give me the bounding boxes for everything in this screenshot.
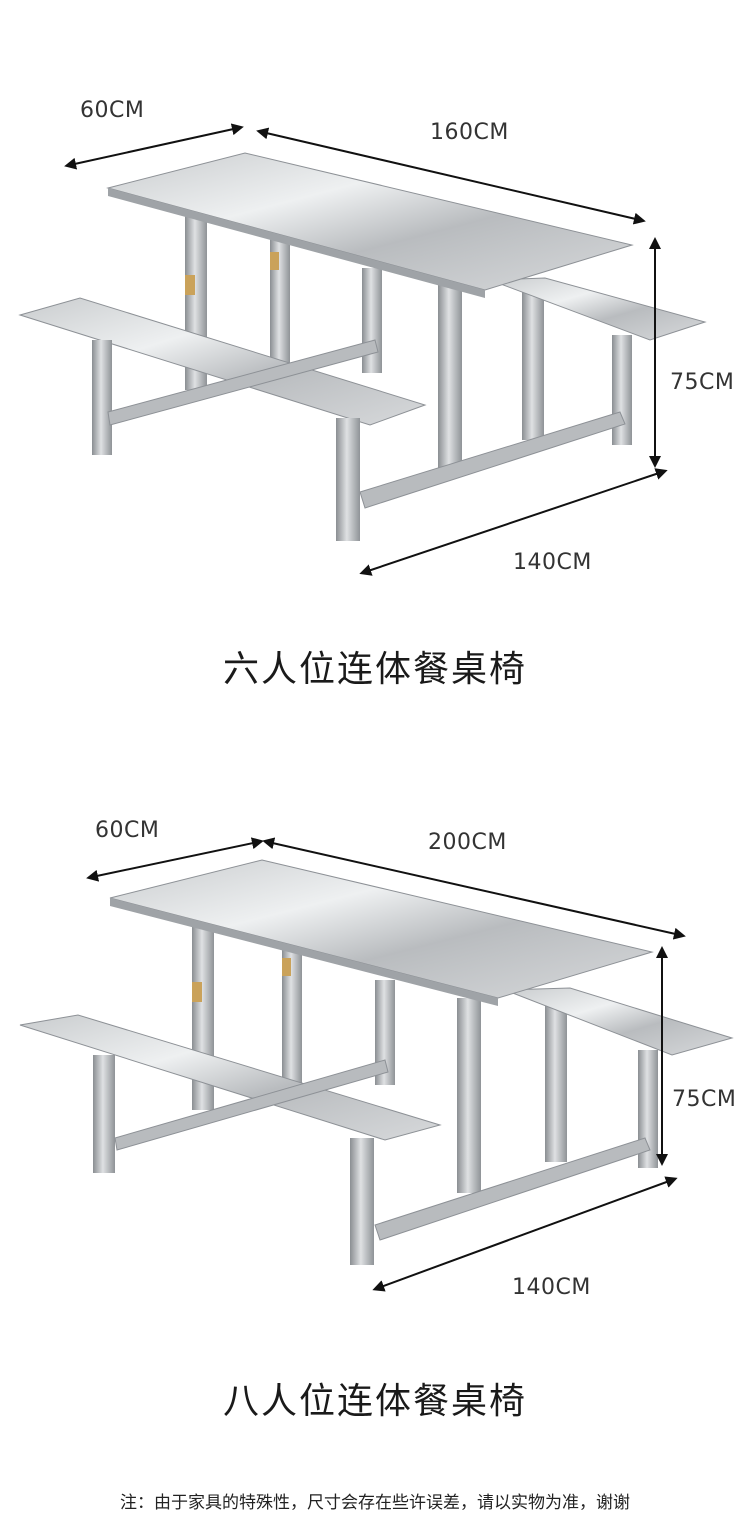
length-label: 160CM: [430, 120, 509, 145]
bench-length-arrow: [359, 468, 668, 576]
table-top-edge: [108, 188, 485, 298]
height-label: 75CM: [672, 1087, 737, 1112]
bench-leg: [350, 1138, 374, 1265]
eight-seat-caption: 八人位连体餐桌椅: [222, 1381, 527, 1422]
disclaimer-note: 注：由于家具的特殊性，尺寸会存在些许误差，请以实物为准，谢谢: [120, 1493, 630, 1513]
depth-arrow: [86, 837, 264, 882]
bench-leg: [92, 340, 112, 455]
table-top: [109, 859, 654, 999]
bench-length-label: 140CM: [512, 1275, 591, 1300]
bench-rail: [107, 339, 379, 426]
table-leg: [545, 992, 567, 1162]
table-leg: [438, 285, 462, 470]
length-arrow: [262, 837, 686, 940]
height-label: 75CM: [670, 370, 735, 395]
hinge: [192, 982, 202, 1002]
bench-rail: [114, 1059, 389, 1151]
six-seat-table-illustration: [18, 123, 707, 576]
table-top-edge: [110, 898, 498, 1006]
table-leg: [362, 268, 382, 373]
length-label: 200CM: [428, 830, 507, 855]
depth-arrow: [64, 123, 244, 170]
hinge: [270, 252, 279, 270]
six-seat-section: 60CM 160CM 75CM 140CM 六人位连体餐桌椅: [0, 0, 750, 720]
bench-rail: [374, 1137, 651, 1241]
eight-seat-section: 60CM 200CM 75CM 140CM 八人位连体餐桌椅: [0, 720, 750, 1440]
bench-length-arrow: [372, 1176, 678, 1292]
bench-leg: [612, 335, 632, 445]
bench-length-label: 140CM: [513, 550, 592, 575]
right-bench-seat: [504, 987, 734, 1056]
bench-rail: [359, 411, 626, 509]
depth-label: 60CM: [95, 818, 160, 843]
table-leg: [282, 950, 302, 1085]
length-arrow: [256, 127, 646, 225]
six-seat-caption: 六人位连体餐桌椅: [222, 649, 527, 690]
table-leg: [522, 280, 544, 440]
bench-leg: [93, 1055, 115, 1173]
hinge: [282, 958, 291, 976]
depth-label: 60CM: [80, 98, 145, 123]
bench-leg: [336, 418, 360, 541]
eight-seat-table-illustration: [19, 837, 734, 1292]
left-bench-seat: [18, 297, 427, 426]
table-leg: [457, 998, 481, 1193]
hinge: [185, 275, 195, 295]
table-leg: [375, 980, 395, 1085]
